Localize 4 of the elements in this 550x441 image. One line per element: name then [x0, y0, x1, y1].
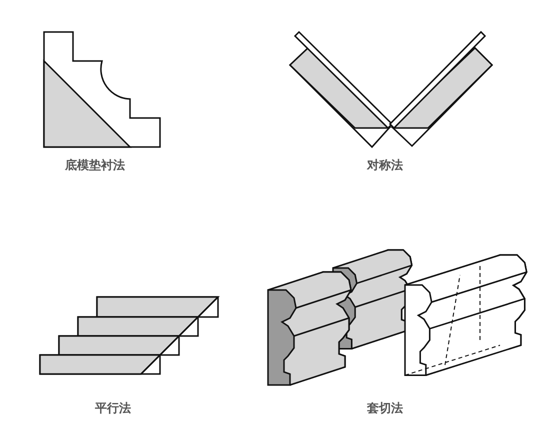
caption: 底模垫衬法 [65, 157, 125, 174]
caption: 对称法 [367, 157, 403, 174]
caption: 套切法 [367, 400, 403, 417]
caption: 平行法 [95, 400, 131, 417]
